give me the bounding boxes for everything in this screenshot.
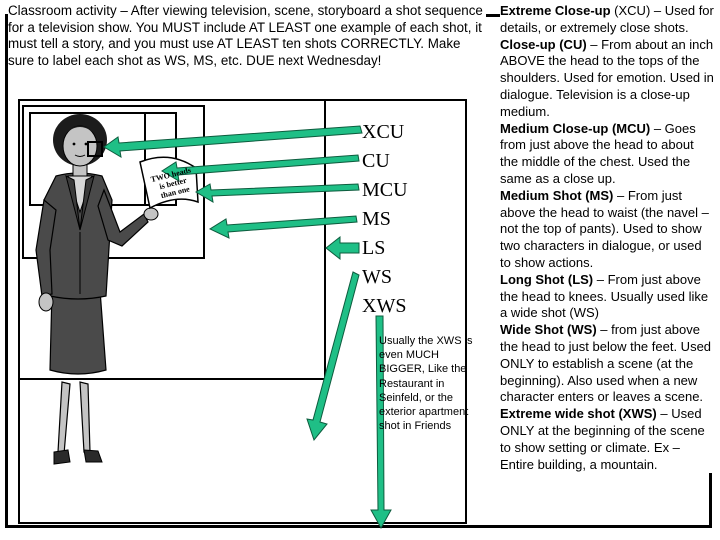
arrow-ws [306,271,360,442]
definition-item: Medium Close-up (MCU) – Goes from just a… [500,121,714,188]
assignment-instructions: Classroom activity – After viewing telev… [8,3,486,70]
definition-term: Medium Shot (MS) [500,187,614,203]
label-cu: CU [362,150,390,172]
definition-item: Long Shot (LS) – From just above the hea… [500,272,714,322]
definition-item: Wide Shot (WS) – from just above the hea… [500,322,714,406]
arrow-cu [161,154,360,182]
definition-term: Close-up (CU) [500,36,587,52]
arrow-mcu [195,183,360,203]
definition-text: – Used for details, or extremely close s… [500,3,714,35]
definition-term: Extreme Close-up [500,3,611,18]
definition-text: – Used ONLY at the beginning of the scen… [500,406,705,472]
label-ws: WS [362,266,392,288]
presenter-figure [35,114,159,465]
xcu-frame [87,141,103,157]
xws-note: Usually the XWS is even MUCH BIGGER, Lik… [379,335,473,433]
label-ls: LS [362,237,386,259]
definition-item: Medium Shot (MS) – From just above the h… [500,188,714,272]
label-ms: MS [362,208,391,230]
label-xcu: XCU [362,121,405,143]
definition-item: Extreme wide shot (XWS) – Used ONLY at t… [500,406,714,473]
arrows [103,125,392,530]
arrow-ls [325,235,360,261]
definition-item: Extreme Close-up (XCU) – Used for detail… [500,3,714,37]
definition-term: Long Shot (LS) [500,271,594,287]
ls-frame [22,105,205,259]
definition-text: – From just above the head to knees. Usu… [500,271,709,321]
definition-text: – Goes from just above the head to about… [500,120,696,186]
definition-text: – from just above the head to just below… [500,322,712,405]
arrow-xws [370,315,392,530]
definition-term: Extreme wide shot (XWS) [500,406,657,422]
definition-abbr: (XCU) [614,3,651,18]
definition-item: Close-up (CU) – From about an inch ABOVE… [500,37,714,121]
label-xws: XWS [362,295,407,317]
arrow-xcu [103,125,363,158]
definition-term: Medium Close-up (MCU) [500,120,651,136]
definition-term: Wide Shot (WS) [500,322,597,338]
definition-text: – From just above the head to waist (the… [500,187,709,270]
shot-definitions: Extreme Close-up (XCU) – Used for detail… [500,3,714,474]
label-mcu: MCU [362,179,408,201]
ws-frame [18,99,326,380]
definition-text: – From about an inch ABOVE the head to t… [500,36,714,119]
arrow-ms [208,215,358,239]
